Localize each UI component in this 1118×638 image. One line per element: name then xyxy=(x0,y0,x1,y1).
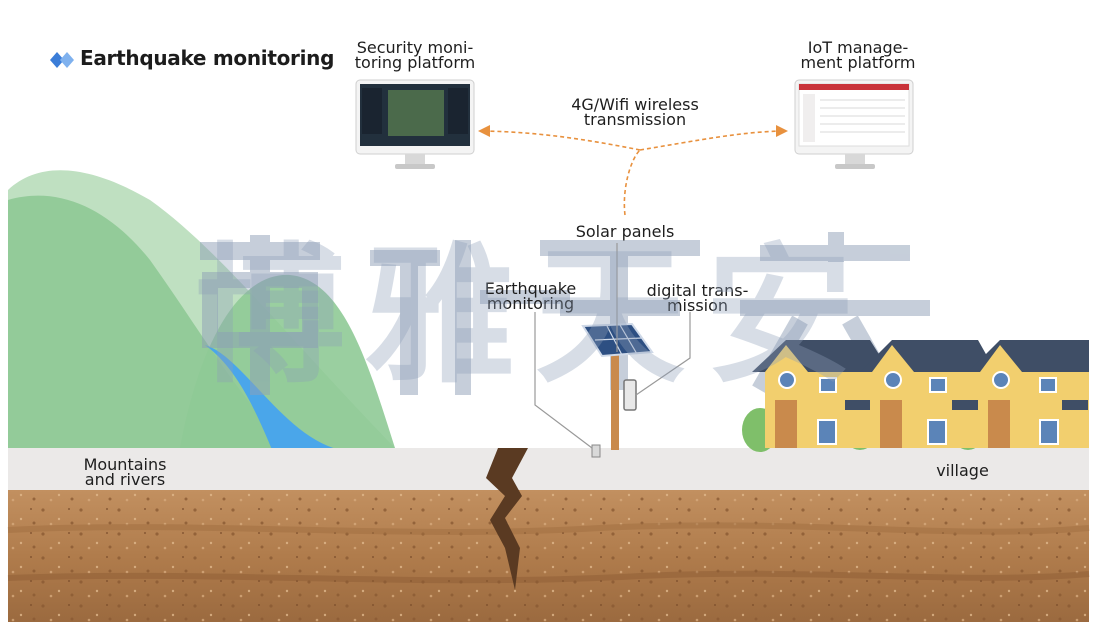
label-solar-panels: Solar panels xyxy=(575,222,675,241)
mountains xyxy=(8,170,395,448)
ground-surface xyxy=(8,448,1089,490)
security-monitor xyxy=(355,79,475,169)
page-title: Earthquake monitoring xyxy=(80,46,335,70)
label-iot-platform: IoT manage-ment platform xyxy=(800,38,916,72)
watermark-text: 博雅天安 xyxy=(195,232,876,402)
label-village: village xyxy=(936,461,989,480)
label-security-platform: Security moni-toring platform xyxy=(354,38,476,72)
arrow-head-right xyxy=(776,125,788,137)
diamond-bullet-icon xyxy=(50,52,74,68)
iot-monitor xyxy=(794,79,914,169)
callout-lines xyxy=(534,243,691,449)
arrow-head-left xyxy=(478,125,490,137)
label-digital-transmission: digital trans-mission xyxy=(646,281,749,315)
village-houses xyxy=(742,340,1089,452)
wireless-arrows xyxy=(483,130,783,216)
fault-crack xyxy=(486,448,528,590)
